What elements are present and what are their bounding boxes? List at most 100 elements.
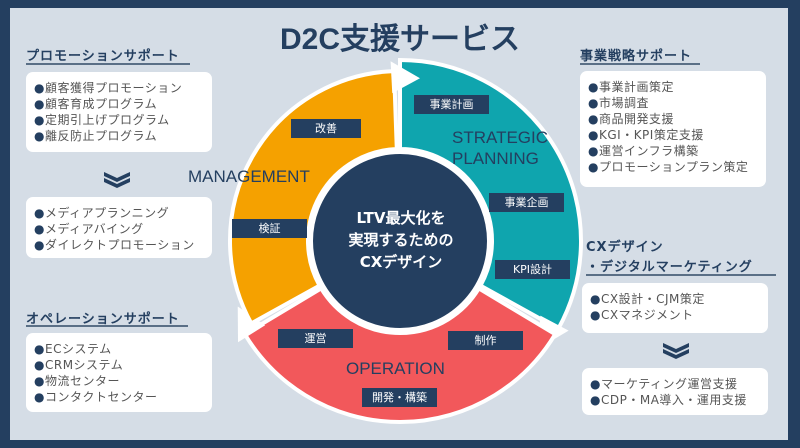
divider — [26, 63, 190, 65]
bullet-icon: ● — [588, 80, 599, 94]
bullet-icon: ● — [34, 129, 45, 143]
bullet-icon: ● — [34, 342, 45, 356]
bullet-icon: ● — [34, 222, 45, 236]
tag-production: 制作 — [448, 331, 523, 350]
media-list: ●メディアプランニング●メディアバイング●ダイレクトプロモーション — [26, 197, 212, 258]
strategy-support-heading: 事業戦略サポート — [580, 49, 693, 64]
list-item: ●物流センター — [34, 373, 204, 389]
list-item-text: 事業計画策定 — [598, 80, 674, 94]
list-item: ●CX設計・CJM策定 — [590, 291, 760, 307]
divider — [26, 325, 188, 327]
promotion-support-heading: プロモーションサポート — [26, 49, 180, 64]
tag-verification: 検証 — [232, 219, 307, 238]
list-item: ●商品開発支援 — [588, 111, 758, 127]
list-item-text: ダイレクトプロモーション — [44, 238, 195, 252]
operation-list: ●ECシステム●CRMシステム●物流センター●コンタクトセンター — [26, 333, 212, 412]
cycle-arrow-icon — [390, 61, 420, 94]
list-item: ●顧客育成プログラム — [34, 96, 204, 112]
list-item: ●CXマネジメント — [590, 307, 760, 323]
bullet-icon: ● — [34, 238, 45, 252]
section-operation: OPERATION — [346, 359, 445, 378]
list-item-text: 物流センター — [44, 374, 120, 388]
list-item-text: ECシステム — [44, 342, 112, 356]
center-line: CXデザイン — [359, 253, 443, 271]
list-item: ●ECシステム — [34, 341, 204, 357]
bullet-icon: ● — [34, 358, 45, 372]
bullet-icon: ● — [590, 308, 601, 322]
list-item-text: 離反防止プログラム — [44, 129, 158, 143]
chevron-down-icon — [663, 343, 689, 359]
tag-development: 開発・構築 — [362, 388, 437, 407]
divider — [586, 274, 776, 276]
list-item: ●運営インフラ構築 — [588, 143, 758, 159]
tag-kpi-design: KPI設計 — [495, 260, 570, 279]
section-line: PLANNING — [452, 149, 539, 168]
bullet-icon: ● — [34, 97, 45, 111]
divider — [580, 63, 700, 65]
tag-improvement: 改善 — [291, 119, 361, 138]
list-item-text: プロモーションプラン策定 — [598, 160, 749, 174]
list-item: ●ダイレクトプロモーション — [34, 237, 204, 253]
center-circle — [307, 148, 493, 334]
section-strategic-planning: STRATEGIC PLANNING — [452, 127, 548, 169]
marketing-list: ●マーケティング運営支援●CDP・MA導入・運用支援 — [582, 368, 768, 415]
list-item-text: 定期引上げプログラム — [44, 113, 170, 127]
operation-support-heading: オペレーションサポート — [26, 312, 180, 327]
list-item: ●顧客獲得プロモーション — [34, 80, 204, 96]
bullet-icon: ● — [588, 160, 599, 174]
bullet-icon: ● — [590, 377, 601, 391]
list-item-text: 市場調査 — [598, 96, 649, 110]
list-item-text: メディアプランニング — [44, 206, 170, 220]
bullet-icon: ● — [34, 206, 45, 220]
strategy-list: ●事業計画策定●市場調査●商品開発支援●KGI・KPI策定支援●運営インフラ構築… — [580, 71, 766, 187]
bullet-icon: ● — [588, 144, 599, 158]
page-title: D2C支援サービス — [279, 23, 520, 56]
list-item-text: コンタクトセンター — [44, 390, 158, 404]
bullet-icon: ● — [590, 393, 601, 407]
list-item: ●コンタクトセンター — [34, 389, 204, 405]
list-item: ●KGI・KPI策定支援 — [588, 127, 758, 143]
list-item: ●マーケティング運営支援 — [590, 376, 760, 392]
bullet-icon: ● — [34, 374, 45, 388]
section-line: STRATEGIC — [452, 128, 549, 147]
list-item-text: CDP・MA導入・運用支援 — [600, 393, 747, 407]
list-item-text: KGI・KPI策定支援 — [598, 128, 704, 142]
tag-operation: 運営 — [278, 329, 353, 348]
list-item-text: 顧客獲得プロモーション — [44, 81, 183, 95]
bullet-icon: ● — [590, 292, 601, 306]
list-item: ●事業計画策定 — [588, 79, 758, 95]
center-line: 実現するための — [348, 231, 454, 249]
list-item-text: 商品開発支援 — [598, 112, 674, 126]
list-item: ●市場調査 — [588, 95, 758, 111]
list-item: ●定期引上げプログラム — [34, 112, 204, 128]
list-item-text: CXマネジメント — [600, 308, 694, 322]
list-item-text: メディアバイング — [44, 222, 144, 236]
bullet-icon: ● — [34, 113, 45, 127]
list-item: ●プロモーションプラン策定 — [588, 159, 758, 175]
bullet-icon: ● — [588, 112, 599, 126]
list-item-text: CRMシステム — [44, 358, 124, 372]
bullet-icon: ● — [588, 96, 599, 110]
center-line: LTV最大化を — [356, 209, 446, 227]
center-circle-text: LTV最大化を 実現するための CXデザイン — [318, 157, 484, 323]
section-management: MANAGEMENT — [188, 167, 310, 186]
list-item: ●CDP・MA導入・運用支援 — [590, 392, 760, 408]
list-item-text: CX設計・CJM策定 — [600, 292, 705, 306]
tag-business-plan: 事業計画 — [414, 95, 489, 114]
list-item: ●離反防止プログラム — [34, 128, 204, 144]
cx-heading-line2: ・デジタルマーケティング — [586, 260, 753, 275]
chevron-down-icon — [104, 172, 130, 188]
list-item-text: 顧客育成プログラム — [44, 97, 158, 111]
bullet-icon: ● — [34, 390, 45, 404]
cx-list: ●CX設計・CJM策定●CXマネジメント — [582, 283, 768, 333]
promotion-list: ●顧客獲得プロモーション●顧客育成プログラム●定期引上げプログラム●離反防止プロ… — [26, 72, 212, 152]
cx-heading-line1: CXデザイン — [586, 240, 664, 255]
list-item: ●メディアプランニング — [34, 205, 204, 221]
tag-business-planning: 事業企画 — [489, 193, 564, 212]
list-item: ●メディアバイング — [34, 221, 204, 237]
list-item-text: 運営インフラ構築 — [598, 144, 699, 158]
list-item: ●CRMシステム — [34, 357, 204, 373]
bullet-icon: ● — [34, 81, 45, 95]
bullet-icon: ● — [588, 128, 599, 142]
list-item-text: マーケティング運営支援 — [600, 377, 738, 391]
